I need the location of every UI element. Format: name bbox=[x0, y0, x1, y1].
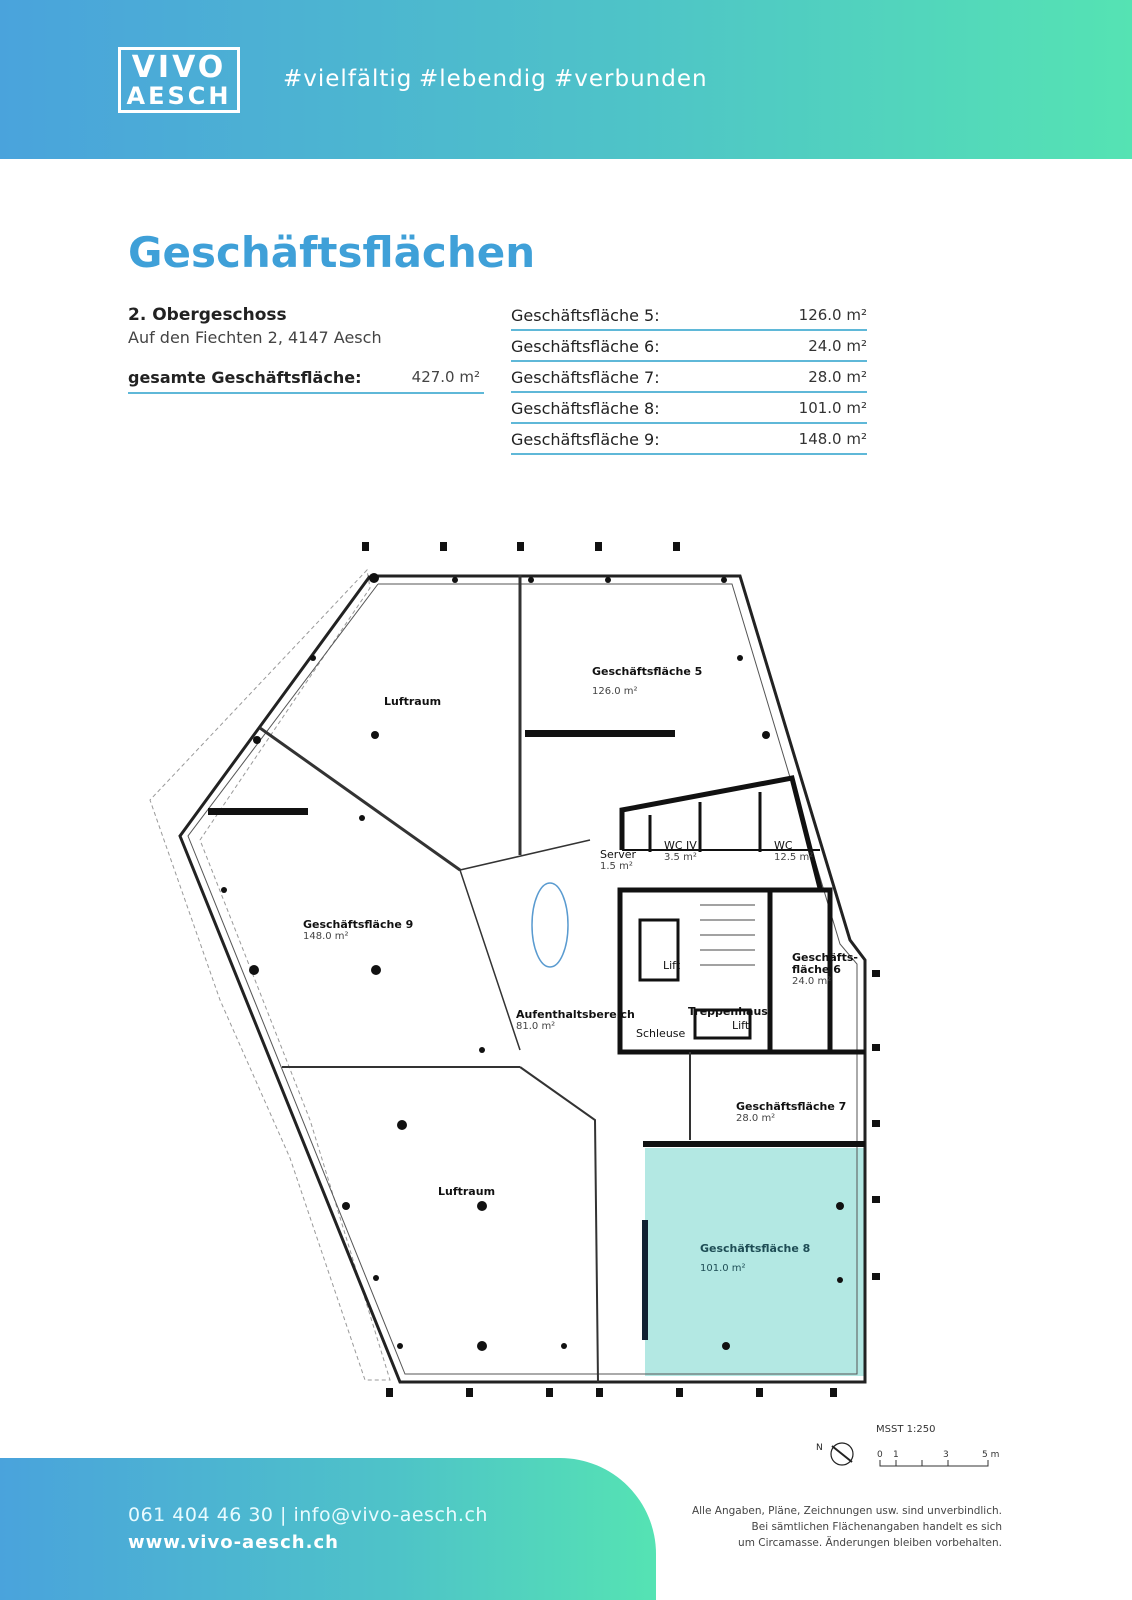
disclaimer-line: Alle Angaben, Pläne, Zeichnungen usw. si… bbox=[691, 1505, 1002, 1517]
balcony-outline bbox=[149, 568, 391, 1381]
floor-plan: Luftraum Geschäftsfläche 5 126.0 m² Gesc… bbox=[149, 542, 880, 1397]
area-row-6: Geschäftsfläche 6: 24.0 m² bbox=[511, 331, 867, 362]
area-row-5: Geschäftsfläche 5: 126.0 m² bbox=[511, 300, 867, 331]
room-name: Geschäftsfläche 7 bbox=[736, 1100, 846, 1113]
tag-verbunden: #verbunden bbox=[554, 66, 708, 92]
logo-line-2: AESCH bbox=[126, 82, 232, 110]
room-name: Geschäfts- bbox=[792, 951, 858, 964]
room-area: 12.5 m² bbox=[774, 852, 813, 863]
disclaimer-line: Bei sämtlichen Flächenangaben handelt es… bbox=[751, 1521, 1002, 1533]
area-label: Geschäftsfläche 8: bbox=[511, 399, 660, 418]
area-label: Geschäftsfläche 7: bbox=[511, 368, 660, 387]
room-name: WC bbox=[774, 839, 793, 852]
header-banner: VIVO AESCH #vielfältig #lebendig #verbun… bbox=[0, 0, 1132, 159]
area-label: Geschäftsfläche 9: bbox=[511, 430, 660, 449]
room-name: fläche 6 bbox=[792, 963, 841, 976]
partition bbox=[208, 808, 308, 815]
partition bbox=[525, 730, 675, 737]
area-value: 24.0 m² bbox=[808, 337, 867, 355]
north-arrow-icon bbox=[830, 1442, 854, 1466]
scale-bar: MSST 1:250 N 0 1 3 5 m bbox=[816, 1424, 999, 1467]
room-area: 101.0 m² bbox=[700, 1263, 746, 1274]
floor-label: 2. Obergeschoss bbox=[128, 305, 287, 325]
room-name: Geschäftsfläche 5 bbox=[592, 665, 702, 678]
room-name: Luftraum bbox=[438, 1185, 495, 1198]
room-area: 1.5 m² bbox=[600, 861, 633, 872]
room-name: Lift bbox=[732, 1019, 750, 1032]
area-label: Geschäftsfläche 5: bbox=[511, 306, 660, 325]
area-value: 101.0 m² bbox=[798, 399, 867, 417]
area-value: 126.0 m² bbox=[798, 306, 867, 324]
room-name: Geschäftsfläche 9 bbox=[303, 918, 413, 931]
lift-shaft bbox=[638, 918, 680, 982]
columns bbox=[221, 573, 844, 1351]
scale-tick: 0 bbox=[877, 1450, 883, 1460]
room-name: Aufenthaltsbereich bbox=[516, 1008, 635, 1021]
area-value: 28.0 m² bbox=[808, 368, 867, 386]
scale-label: MSST 1:250 bbox=[876, 1424, 935, 1435]
address: Auf den Fiechten 2, 4147 Aesch bbox=[128, 328, 382, 347]
scale-tick: 5 m bbox=[982, 1450, 999, 1460]
tag-lebendig: #lebendig bbox=[419, 66, 547, 92]
highlight-area-8[interactable] bbox=[645, 1148, 865, 1376]
room-name: Lift bbox=[663, 959, 681, 972]
seating-island bbox=[531, 882, 569, 968]
vivo-aesch-logo[interactable]: VIVO AESCH bbox=[118, 47, 240, 113]
logo-line-1: VIVO bbox=[131, 50, 227, 85]
website-link[interactable]: www.vivo-aesch.ch bbox=[128, 1532, 339, 1553]
area-list: Geschäftsfläche 5: 126.0 m² Geschäftsfläc… bbox=[511, 300, 867, 455]
room-name: Schleuse bbox=[636, 1027, 686, 1040]
contact-info[interactable]: 061 404 46 30 | info@vivo-aesch.ch bbox=[128, 1504, 488, 1526]
room-area: 126.0 m² bbox=[592, 686, 638, 697]
lift-shaft bbox=[693, 1008, 752, 1040]
area-row-7: Geschäftsfläche 7: 28.0 m² bbox=[511, 362, 867, 393]
tag-vielfaeltig: #vielfältig bbox=[283, 66, 413, 92]
wall bbox=[259, 726, 461, 872]
area-row-8: Geschäftsfläche 8: 101.0 m² bbox=[511, 393, 867, 424]
outer-wall bbox=[178, 574, 867, 1384]
room-name: WC IV bbox=[664, 839, 697, 852]
area-value: 148.0 m² bbox=[798, 430, 867, 448]
room-name: Treppenhaus bbox=[688, 1005, 768, 1018]
total-area-label: gesamte Geschäftsfläche: bbox=[128, 368, 362, 387]
area-row-9: Geschäftsfläche 9: 148.0 m² bbox=[511, 424, 867, 455]
scale-tick: 3 bbox=[943, 1450, 949, 1460]
total-area-value: 427.0 m² bbox=[411, 368, 480, 386]
room-area: 81.0 m² bbox=[516, 1021, 555, 1032]
room-area: 24.0 m² bbox=[792, 976, 831, 987]
disclaimer-line: um Circamasse. Änderungen bleiben vorbeh… bbox=[738, 1537, 1002, 1549]
room-area: 28.0 m² bbox=[736, 1113, 775, 1124]
room-name: Server bbox=[600, 848, 637, 861]
north-label: N bbox=[816, 1443, 823, 1453]
footer-banner: 061 404 46 30 | info@vivo-aesch.ch www.v… bbox=[0, 1458, 656, 1600]
area-label: Geschäftsfläche 6: bbox=[511, 337, 660, 356]
room-name: Geschäftsfläche 8 bbox=[700, 1242, 810, 1255]
facade-markers bbox=[362, 542, 880, 1397]
scale-tick: 1 bbox=[893, 1450, 899, 1460]
wall bbox=[519, 1066, 599, 1383]
page-title: Geschäftsflächen bbox=[128, 228, 536, 277]
disclaimer: Alle Angaben, Pläne, Zeichnungen usw. si… bbox=[662, 1503, 1002, 1551]
wall bbox=[459, 869, 521, 1051]
wall bbox=[459, 839, 591, 871]
core-wall bbox=[619, 775, 823, 889]
north-arrow-needle bbox=[831, 1445, 853, 1463]
scale-ruler bbox=[879, 1460, 989, 1467]
inner-wall-line bbox=[187, 583, 858, 1375]
room-area: 3.5 m² bbox=[664, 852, 697, 863]
room-area: 148.0 m² bbox=[303, 931, 349, 942]
room-name: Luftraum bbox=[384, 695, 441, 708]
total-area-row: gesamte Geschäftsfläche: 427.0 m² bbox=[128, 366, 484, 394]
